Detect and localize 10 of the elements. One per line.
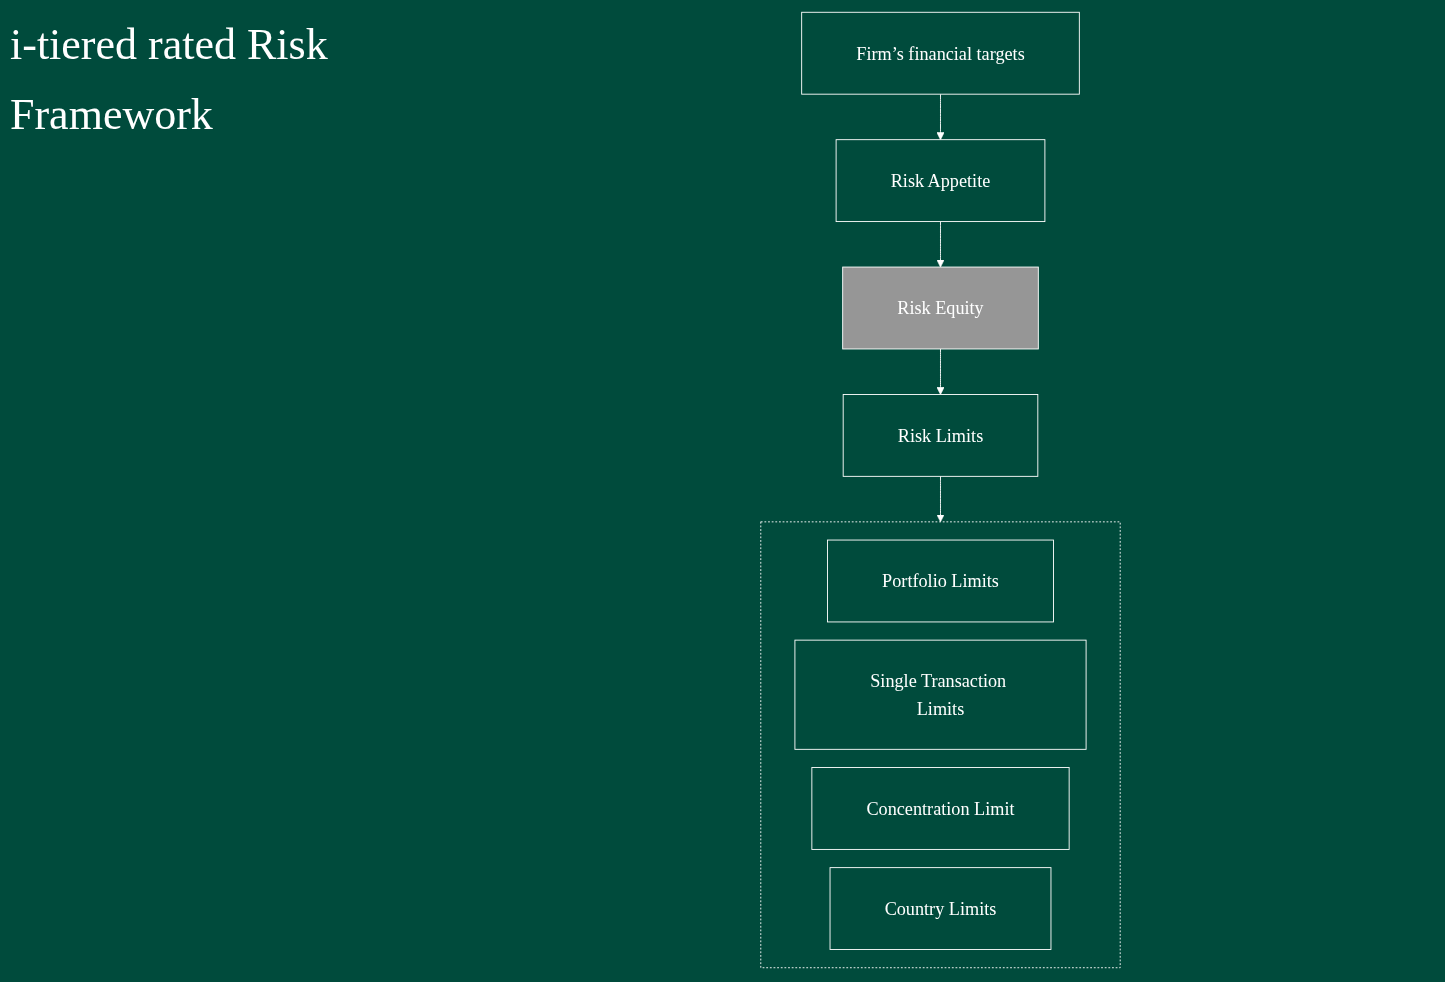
cluster [759, 521, 1121, 969]
title: i-tiered rated Risk Framework [10, 19, 329, 142]
node-box: Concentration Limit [810, 767, 1070, 850]
node-box: Risk Appetite [835, 139, 1045, 223]
node-box: Portfolio Limits [826, 539, 1054, 623]
node-box: Risk Equity [841, 266, 1039, 350]
node-box: Risk Limits [842, 394, 1038, 477]
node-box: Country Limits [829, 867, 1051, 950]
node-box: Firm’s financial targets [800, 11, 1080, 95]
node-box: Single Transaction Limits [793, 639, 1087, 750]
